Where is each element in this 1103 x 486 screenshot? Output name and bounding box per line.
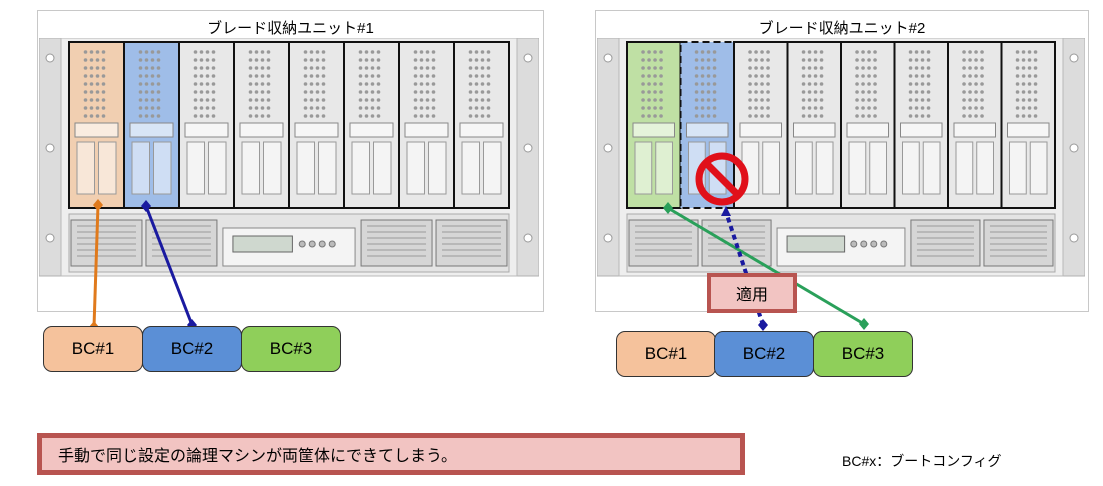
blade-slot-6 [343,41,400,209]
blade-slot-7 [947,41,1003,209]
control-panel [776,227,906,267]
power-supply-unit-4 [435,219,508,267]
apply-label: 適用 [735,287,768,304]
blade-slot-4 [233,41,290,209]
bc2-to-blade2-line [144,205,194,326]
rack-screw [45,233,55,243]
left-bc3-label: BC#3 [269,339,313,358]
rack-screw [45,143,55,153]
left-bc1-box: BC#1 [43,326,143,372]
blade-slot-8 [1000,41,1056,209]
rack-screw [523,143,533,153]
right-blade1-line-end-marker [663,202,673,214]
blade-chassis-2-illustration [597,38,1085,277]
power-supply-unit-2 [701,219,772,267]
power-supply-unit-1 [628,219,699,267]
power-supply-unit-3 [360,219,433,267]
right-bc2-line-end-marker [758,319,768,331]
left-bc3-box: BC#3 [241,326,341,372]
rack-screw [1069,53,1079,63]
blade-unit-1-title: ブレード収納ユニット#1 [207,20,374,37]
rack-screw [523,53,533,63]
rack-screw [603,53,613,63]
rack-screw [45,53,55,63]
power-supply-unit-1 [70,219,143,267]
right-bc1-label: BC#1 [644,344,688,363]
right-bc3-to-blade1-line [667,206,865,326]
rack-screw [603,143,613,153]
right-bc2-box: BC#2 [714,331,814,377]
control-panel [222,227,356,267]
rack-screw [1069,233,1079,243]
prohibit-icon [695,152,749,206]
blade-slot-1 [68,41,125,209]
right-bc3-box: BC#3 [813,331,913,377]
warning-box: 手動で同じ設定の論理マシンが両筐体にできてしまう。 [37,433,745,475]
legend-note: BC#x：ブートコンフィグ [842,453,1002,469]
blade-unit-2-title: ブレード収納ユニット#2 [758,20,926,37]
blade-slot-4 [786,41,842,209]
left-bc1-label: BC#1 [71,339,115,358]
blade-slot-8 [453,41,510,209]
rack-screw [603,233,613,243]
left-bc2-box: BC#2 [142,326,242,372]
right-bc3-label: BC#3 [841,344,885,363]
right-blade2-arrowhead [721,206,731,216]
blade-slot-7 [398,41,455,209]
blade-slot-3 [178,41,235,209]
blade-slot-2 [123,41,180,209]
blade2-line-end-marker [141,200,151,212]
rack-screw [1069,143,1079,153]
warning-text: 手動で同じ設定の論理マシンが両筐体にできてしまう。 [58,448,458,465]
rack-screw [523,233,533,243]
blade-chassis-1-illustration [39,38,539,277]
apply-box: 適用 [707,273,797,313]
blade1-line-end-marker [93,199,103,211]
left-bc2-label: BC#2 [170,339,214,358]
power-supply-unit-2 [145,219,218,267]
right-bc1-box: BC#1 [616,331,716,377]
right-bc2-label: BC#2 [742,344,786,363]
right-bc3-line-end-marker [859,318,869,330]
blade-slot-3 [733,41,789,209]
power-supply-unit-3 [910,219,981,267]
blade-slot-5 [840,41,896,209]
power-supply-unit-4 [983,219,1054,267]
bc1-to-blade1-line [92,204,100,328]
